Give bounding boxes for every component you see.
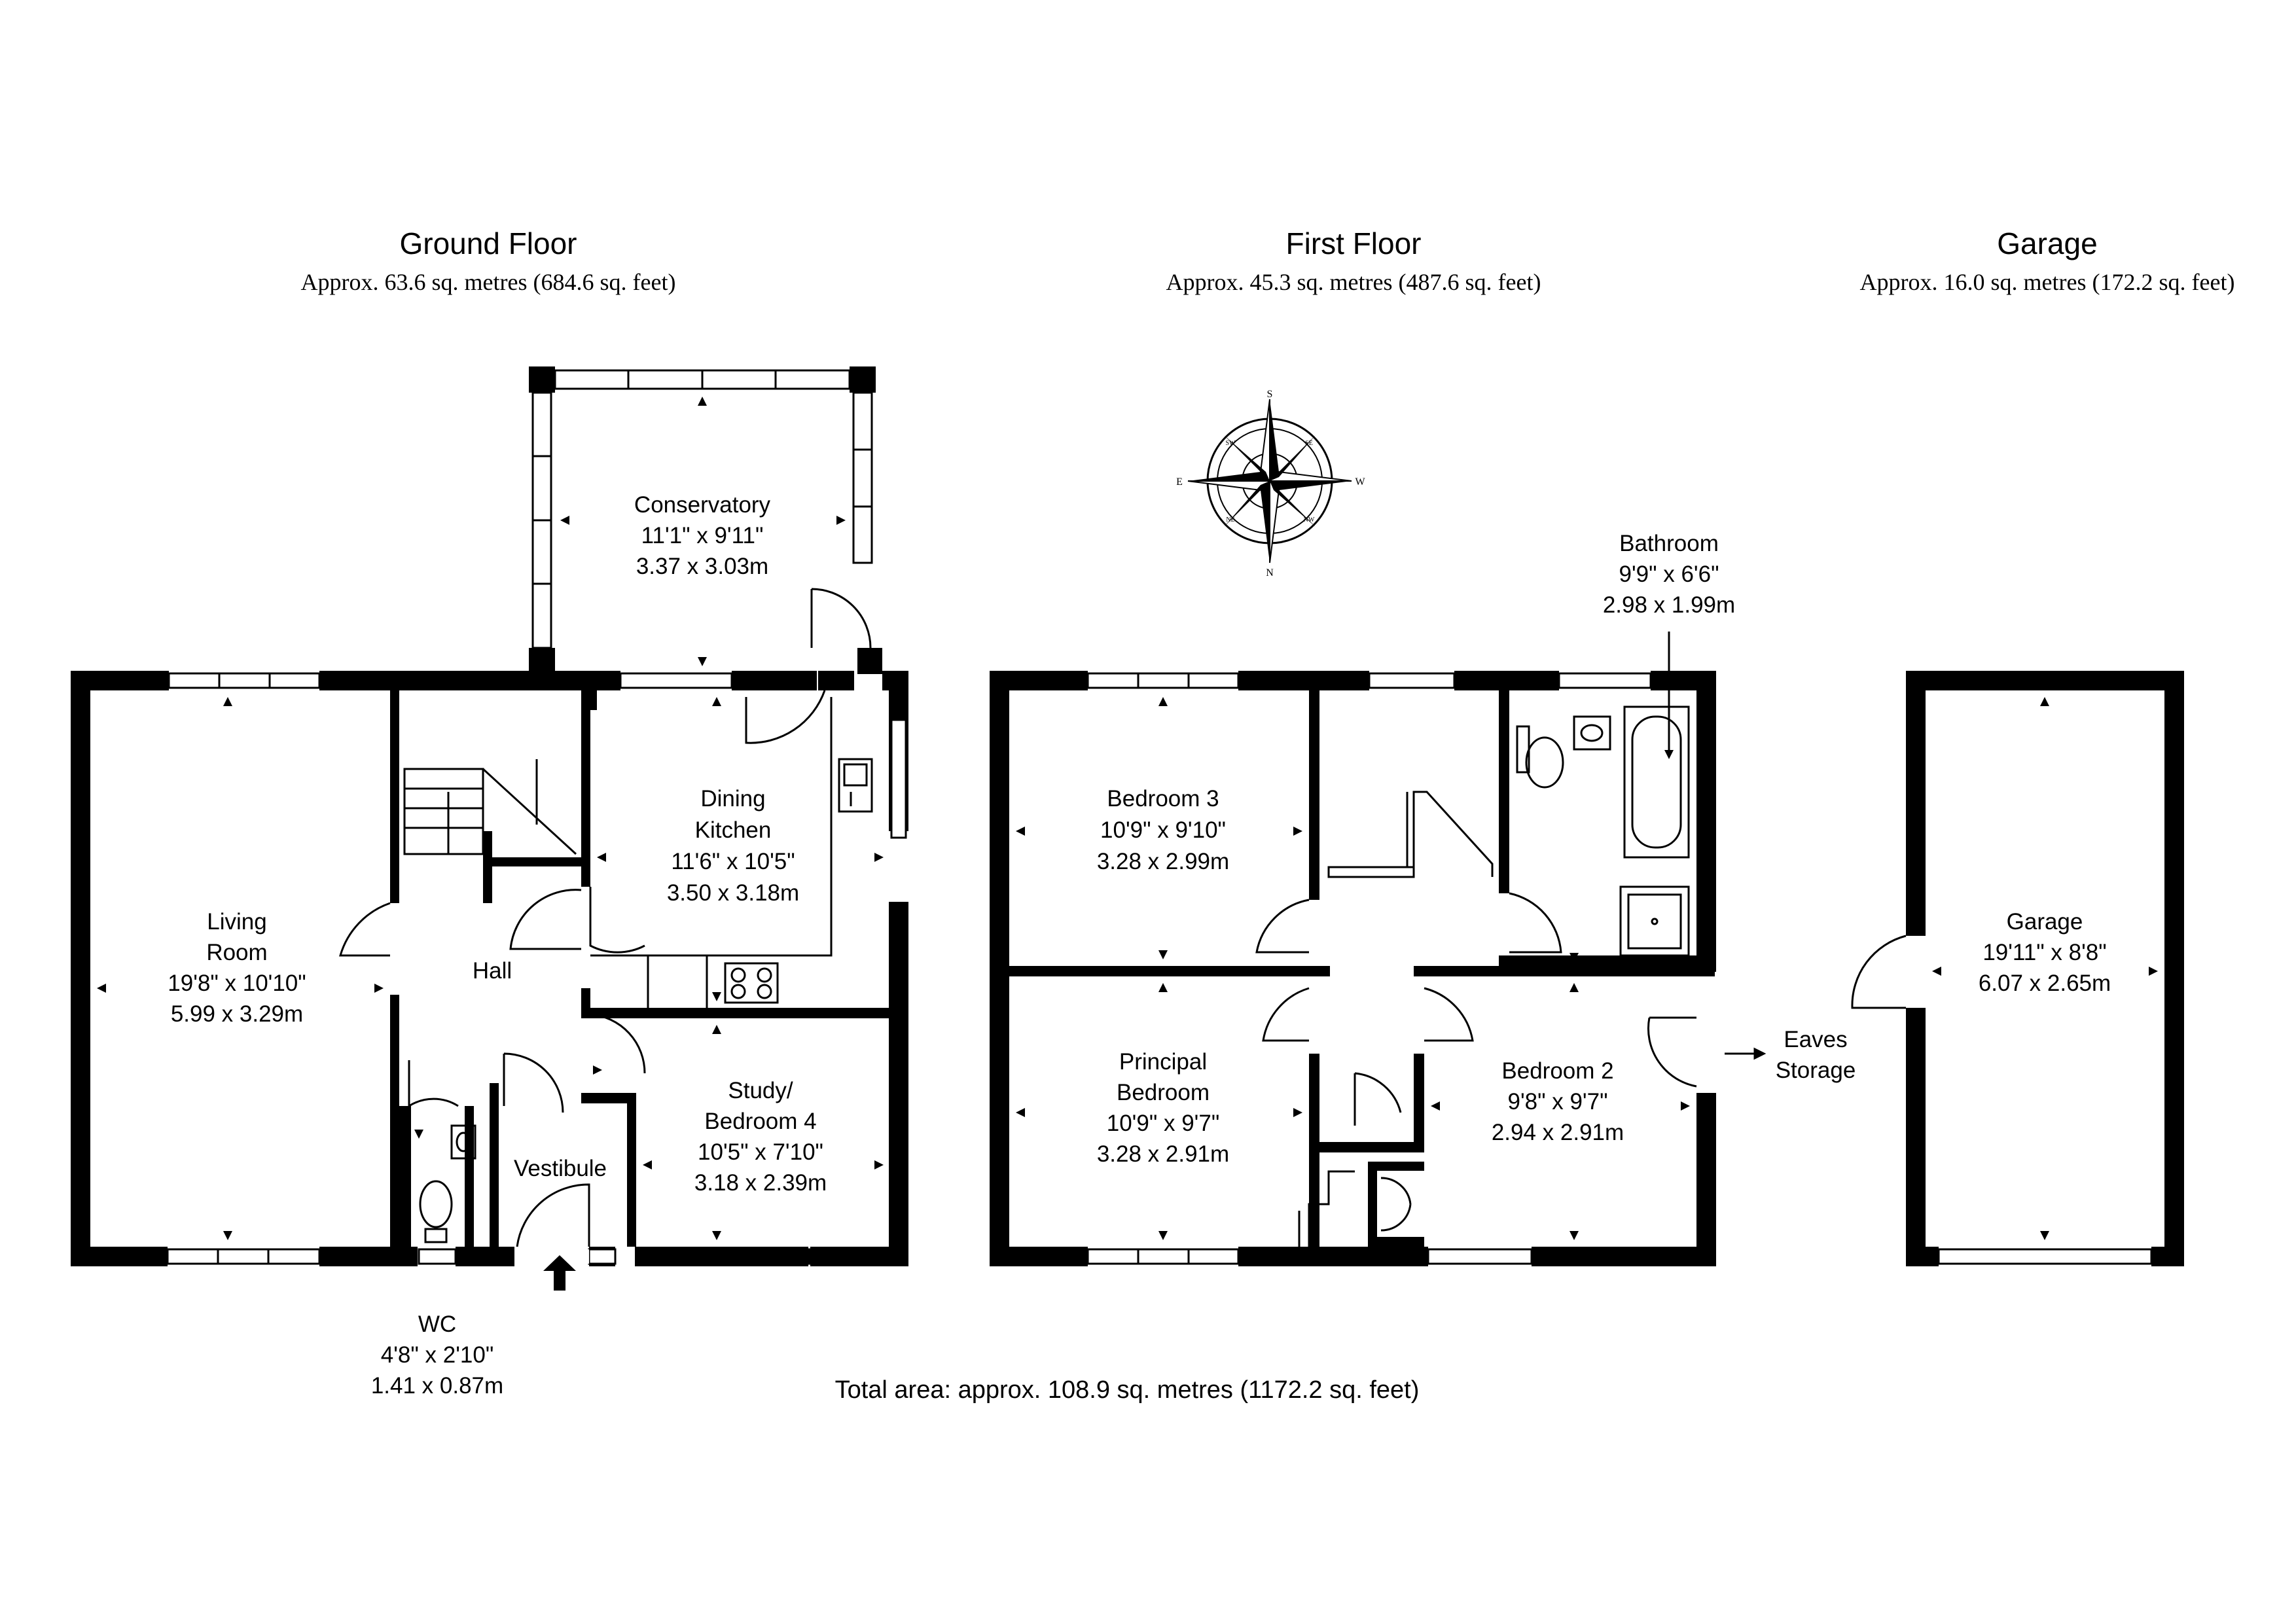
ground-walls <box>71 366 908 1266</box>
garage-plan: Garage 19'11" x 8'8" 6.07 x 2.65m <box>1851 671 2184 1266</box>
eaves-name-2: Storage <box>1776 1058 1856 1083</box>
ground-windows <box>166 672 907 1265</box>
toilet-icon <box>1516 725 1564 789</box>
principal-name-1: Principal <box>1119 1049 1207 1075</box>
principal-name-2: Bedroom <box>1117 1080 1210 1105</box>
hall-name: Hall <box>473 958 512 984</box>
study-metric: 3.18 x 2.39m <box>694 1170 827 1196</box>
bedroom3-imperial: 10'9" x 9'10" <box>1100 817 1226 843</box>
garage-imperial: 19'11" x 8'8" <box>1982 940 2106 965</box>
first-doors <box>1255 892 1697 1232</box>
garage-walls <box>1906 671 2184 1266</box>
garage-ticks <box>1932 697 2158 1240</box>
study-imperial: 10'5" x 7'10" <box>698 1139 823 1165</box>
wc-metric: 1.41 x 0.87m <box>371 1373 503 1399</box>
compass-sw: SW <box>1226 440 1236 447</box>
principal-metric: 3.28 x 2.91m <box>1097 1141 1229 1167</box>
living-metric: 5.99 x 3.29m <box>171 1001 303 1027</box>
dining-metric: 3.50 x 3.18m <box>667 880 799 906</box>
toilet-icon <box>419 1124 476 1243</box>
basin-icon <box>1573 715 1611 751</box>
conservatory-glazing <box>531 369 873 649</box>
garage-metric: 6.07 x 2.65m <box>1979 971 2111 996</box>
garage-area: Approx. 16.0 sq. metres (172.2 sq. feet) <box>1860 269 2235 295</box>
dining-imperial: 11'6" x 10'5" <box>671 849 795 874</box>
first-floor-plan: Bedroom 3 10'9" x 9'10" 3.28 x 2.99m Bat… <box>990 531 1856 1266</box>
compass-nw: NW <box>1304 516 1315 524</box>
entrance-arrow-icon <box>543 1255 576 1291</box>
conservatory-imperial: 11'1" x 9'11" <box>641 523 764 548</box>
eaves-arrow <box>1725 1047 1767 1060</box>
bedroom2-name: Bedroom 2 <box>1501 1058 1613 1084</box>
first-ticks <box>1016 697 1690 1240</box>
garage-side-door <box>1851 935 1907 1009</box>
living-name-2: Room <box>206 940 267 965</box>
dining-name-2: Kitchen <box>695 817 772 843</box>
bathroom-imperial: 9'9" x 6'6" <box>1619 562 1719 587</box>
wc-imperial: 4'8" x 2'10" <box>381 1342 494 1368</box>
wc-name: WC <box>418 1311 456 1337</box>
dining-name-1: Dining <box>700 786 765 812</box>
living-imperial: 19'8" x 10'10" <box>168 971 306 996</box>
ground-floor-title: Ground Floor <box>399 226 577 260</box>
garage-title: Garage <box>1997 226 2097 260</box>
ground-floor-plan: Conservatory 11'1" x 9'11" 3.37 x 3.03m … <box>71 366 908 1399</box>
first-floor-title: First Floor <box>1286 226 1422 260</box>
compass-ne: NE <box>1226 516 1234 524</box>
bathroom-metric: 2.98 x 1.99m <box>1603 592 1735 618</box>
bedroom2-imperial: 9'8" x 9'7" <box>1507 1089 1607 1115</box>
total-area: Total area: approx. 108.9 sq. metres (11… <box>835 1376 1420 1404</box>
study-name-1: Study/ <box>728 1078 793 1103</box>
hob-icon <box>724 962 779 1004</box>
garage-door <box>1937 1248 2153 1265</box>
conservatory-name: Conservatory <box>634 492 771 518</box>
compass-se: SE <box>1305 440 1313 447</box>
compass-s: S <box>1267 389 1273 400</box>
first-walls <box>990 671 1716 1266</box>
first-windows <box>1086 672 1652 1265</box>
first-stairs <box>1298 791 1494 1247</box>
vestibule-name: Vestibule <box>514 1156 607 1181</box>
ground-doors <box>339 588 872 1247</box>
compass-e: E <box>1176 476 1183 488</box>
bedroom3-name: Bedroom 3 <box>1107 786 1219 812</box>
bedroom2-metric: 2.94 x 2.91m <box>1492 1120 1624 1145</box>
bedroom3-metric: 3.28 x 2.99m <box>1097 849 1229 874</box>
eaves-name-1: Eaves <box>1784 1027 1847 1052</box>
conservatory-metric: 3.37 x 3.03m <box>636 554 768 579</box>
compass-n: N <box>1266 567 1274 579</box>
living-name-1: Living <box>207 909 266 935</box>
bath-icon <box>1623 705 1690 859</box>
ground-stairs <box>403 759 577 855</box>
sink-icon <box>838 758 873 813</box>
ground-floor-area: Approx. 63.6 sq. metres (684.6 sq. feet) <box>301 269 676 295</box>
principal-imperial: 10'9" x 9'7" <box>1107 1111 1220 1136</box>
shower-icon <box>1619 885 1690 957</box>
garage-room-name: Garage <box>2007 909 2083 935</box>
bathroom-name: Bathroom <box>1619 531 1719 556</box>
ground-ticks <box>97 397 884 1240</box>
study-name-2: Bedroom 4 <box>704 1109 816 1134</box>
compass-rose-icon: S N E W SW SE NW NE <box>1176 389 1365 579</box>
compass-w: W <box>1355 476 1365 488</box>
first-floor-area: Approx. 45.3 sq. metres (487.6 sq. feet) <box>1166 269 1541 295</box>
